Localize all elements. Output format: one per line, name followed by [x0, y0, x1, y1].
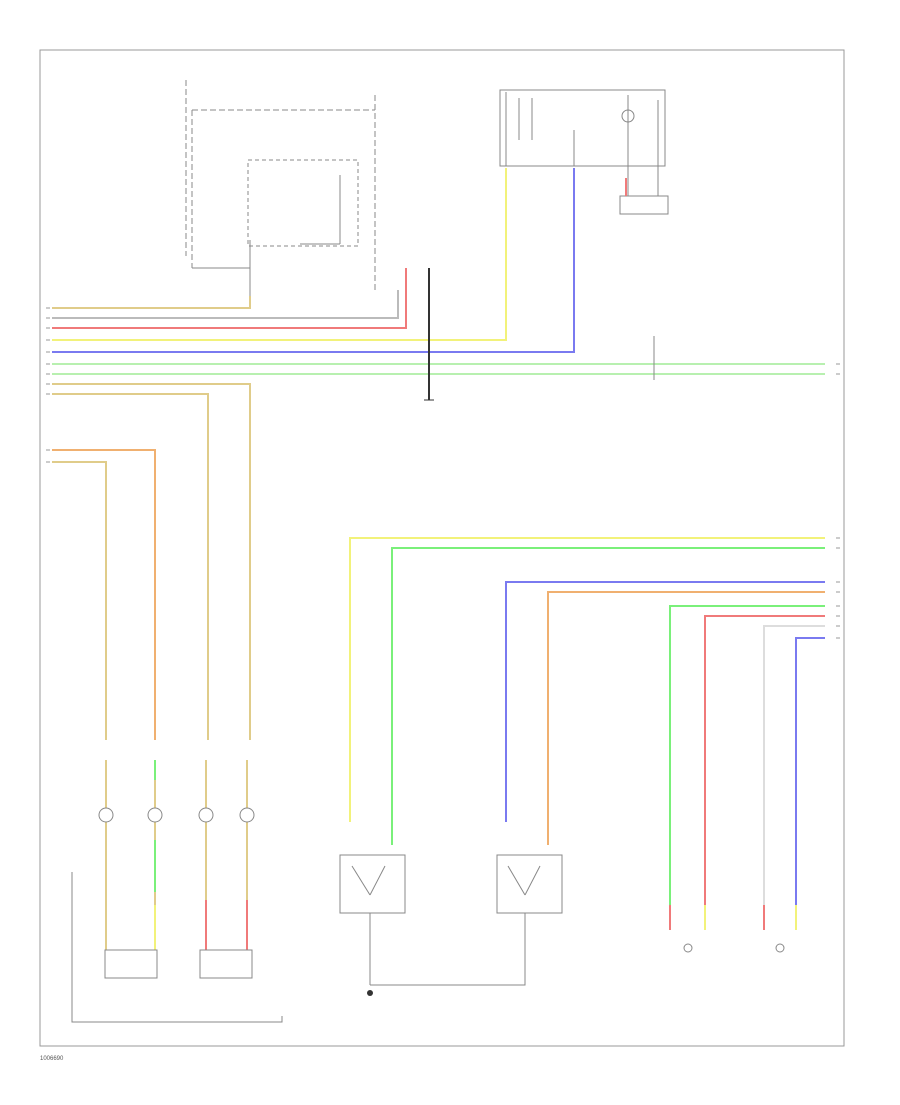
ground-point-lower [367, 990, 373, 996]
passenger-pretensioner-box [199, 949, 253, 979]
upper-harness-wires [52, 168, 825, 740]
left-drop-wires [52, 449, 156, 740]
footer-code: 1006690 [40, 1056, 64, 1062]
diagram-frame [39, 49, 845, 1047]
occupant-position-sensors [669, 905, 797, 953]
harness-end-ticks [836, 363, 840, 639]
driver-pretensioner-box [104, 949, 158, 979]
inline-connectors [98, 807, 255, 823]
lower-left-wires [105, 760, 248, 950]
right-harness-wires [349, 537, 825, 918]
left-edge-ticks [46, 307, 50, 463]
engine-control-module-group [185, 80, 376, 300]
driver-buckle-switch [339, 854, 406, 985]
seat-belt-assembly-outline [71, 872, 283, 1023]
passenger-buckle-switch [370, 854, 563, 986]
passenger-module [499, 89, 666, 167]
passenger-sensor-connector [619, 166, 669, 215]
